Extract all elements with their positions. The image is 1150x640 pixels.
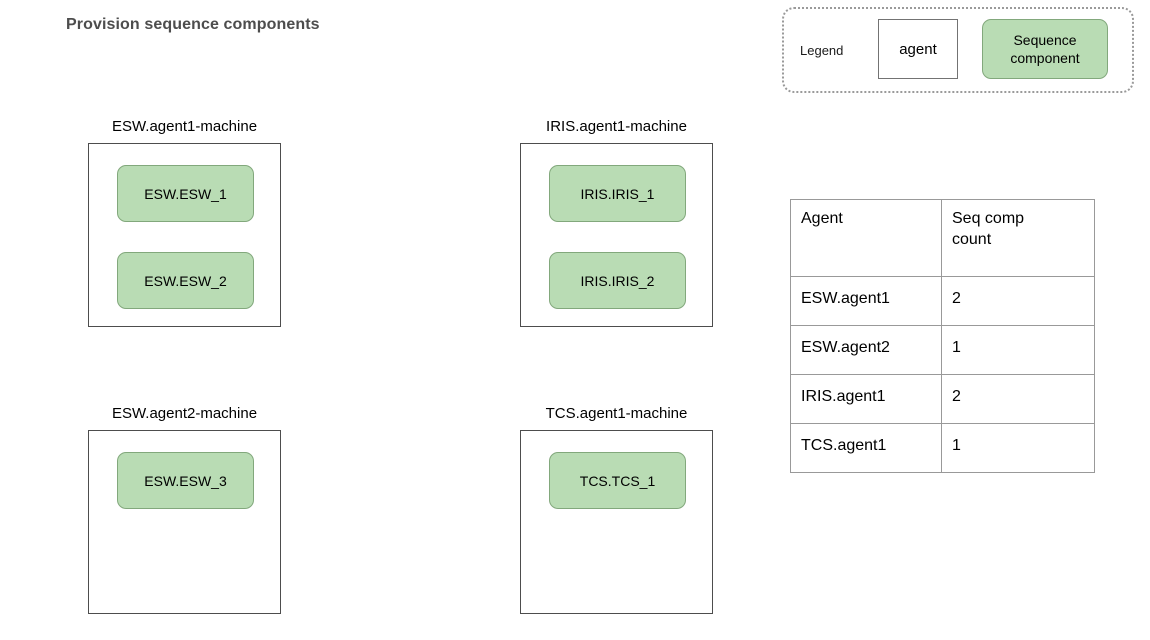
- table-cell-count: 2: [941, 374, 1095, 424]
- sequence-component[interactable]: ESW.ESW_2: [117, 252, 254, 309]
- sequence-component[interactable]: IRIS.IRIS_1: [549, 165, 686, 222]
- sequence-component[interactable]: ESW.ESW_3: [117, 452, 254, 509]
- machine-label: ESW.agent2-machine: [111, 405, 258, 422]
- machine-label: TCS.agent1-machine: [545, 405, 688, 422]
- table-header-row: Agent Seq comp count: [790, 199, 1095, 277]
- table-header-count-line2: count: [952, 231, 992, 248]
- sequence-component-label: IRIS.IRIS_1: [580, 185, 655, 202]
- table-cell-agent: ESW.agent1: [790, 276, 942, 326]
- sequence-component-label: TCS.TCS_1: [579, 472, 656, 489]
- legend-sequence-component-label-line2: component: [1010, 50, 1080, 66]
- page-title: Provision sequence components: [66, 16, 320, 33]
- table-header-seq-comp-count: Seq comp count: [941, 199, 1095, 277]
- table-row: ESW.agent2 1: [790, 325, 1095, 375]
- machine-label: ESW.agent1-machine: [111, 118, 258, 135]
- legend-agent-label: agent: [899, 40, 937, 58]
- legend-swatch-sequence-component: Sequence component: [982, 19, 1108, 79]
- table-cell-count: 2: [941, 276, 1095, 326]
- table-cell-agent: IRIS.agent1: [790, 374, 942, 424]
- table-row: TCS.agent1 1: [790, 423, 1095, 473]
- machine-frame: ESW.ESW_1 ESW.ESW_2: [88, 143, 281, 327]
- sequence-component-label: ESW.ESW_3: [144, 472, 227, 489]
- sequence-component[interactable]: ESW.ESW_1: [117, 165, 254, 222]
- machine-frame: IRIS.IRIS_1 IRIS.IRIS_2: [520, 143, 713, 327]
- table-row: IRIS.agent1 2: [790, 374, 1095, 424]
- legend-sequence-component-label-line1: Sequence: [1013, 32, 1077, 48]
- table-cell-count: 1: [941, 423, 1095, 473]
- sequence-component-label: IRIS.IRIS_2: [580, 272, 655, 289]
- legend-swatch-agent: agent: [878, 19, 958, 79]
- sequence-component[interactable]: IRIS.IRIS_2: [549, 252, 686, 309]
- table-header-count-line1: Seq comp: [952, 210, 1025, 227]
- sequence-component-label: ESW.ESW_2: [144, 272, 227, 289]
- table-header-agent: Agent: [790, 199, 942, 277]
- machine-frame: ESW.ESW_3: [88, 430, 281, 614]
- machine-frame: TCS.TCS_1: [520, 430, 713, 614]
- machine-label: IRIS.agent1-machine: [546, 118, 687, 135]
- table-cell-agent: ESW.agent2: [790, 325, 942, 375]
- legend-title: Legend: [800, 43, 844, 58]
- sequence-component-label: ESW.ESW_1: [144, 185, 227, 202]
- sequence-component[interactable]: TCS.TCS_1: [549, 452, 686, 509]
- table-cell-count: 1: [941, 325, 1095, 375]
- table-cell-agent: TCS.agent1: [790, 423, 942, 473]
- legend-container: [782, 7, 1134, 93]
- agent-summary-table: Agent Seq comp count ESW.agent1 2 ESW.ag…: [790, 199, 1095, 473]
- table-row: ESW.agent1 2: [790, 276, 1095, 326]
